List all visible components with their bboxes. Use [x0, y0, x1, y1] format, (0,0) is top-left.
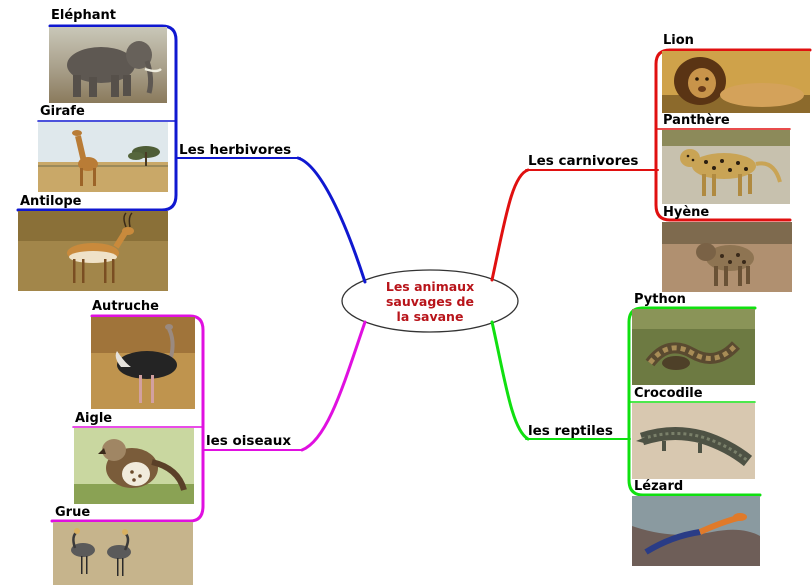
animal-label-eagle: Aigle — [75, 411, 112, 427]
crane-photo — [53, 522, 193, 585]
branch-label-herbivores: Les herbivores — [179, 142, 291, 158]
elephant-photo — [49, 27, 167, 103]
leopard-photo — [662, 130, 790, 204]
animal-label-hyena: Hyène — [663, 205, 709, 221]
animal-label-lion: Lion — [663, 33, 694, 49]
central-topic-line-2: sauvages de — [343, 294, 517, 309]
giraffe-photo — [38, 122, 168, 192]
central-topic-line-1: Les animaux — [343, 279, 517, 294]
animal-label-python: Python — [634, 292, 686, 308]
crocodile-photo — [632, 403, 755, 479]
animal-label-crocodile: Crocodile — [634, 386, 703, 402]
python-photo — [632, 309, 755, 385]
animal-label-elephant: Eléphant — [51, 8, 116, 24]
animal-label-giraffe: Girafe — [40, 104, 85, 120]
eagle-photo — [74, 428, 194, 504]
branch-label-carnivores: Les carnivores — [528, 153, 638, 169]
hyena-photo — [662, 222, 792, 292]
central-topic-line-3: la savane — [343, 309, 517, 324]
ostrich-photo — [91, 317, 195, 409]
branch-label-reptiles: les reptiles — [528, 423, 613, 439]
animal-label-antelope: Antilope — [20, 194, 82, 210]
animal-label-panther: Panthère — [663, 113, 730, 129]
lizard-photo — [632, 496, 760, 566]
lion-photo — [662, 51, 810, 113]
antelope-photo — [18, 211, 168, 291]
animal-label-ostrich: Autruche — [92, 299, 159, 315]
central-topic: Les animaux sauvages de la savane — [343, 271, 517, 331]
animal-label-lizard: Lézard — [634, 479, 683, 495]
branch-label-oiseaux: les oiseaux — [206, 433, 291, 449]
animal-label-crane: Grue — [55, 505, 90, 521]
